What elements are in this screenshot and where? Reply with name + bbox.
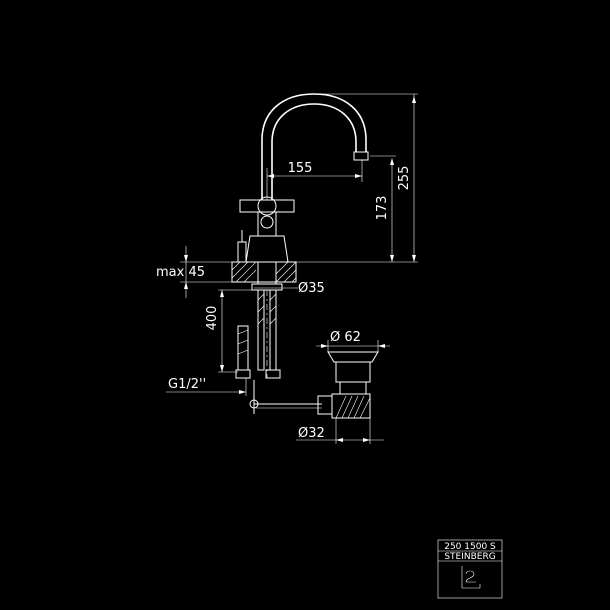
deck-hatching: [231, 261, 297, 283]
cross-handle: [239, 199, 295, 213]
hose-hatching: [257, 293, 277, 325]
mounting-nut: [251, 283, 283, 291]
product-code: 250 1500 S: [444, 542, 496, 552]
hose-right: [269, 289, 277, 371]
waste-cap: [327, 351, 379, 363]
label-diameter-62: Ø 62: [330, 330, 361, 345]
label-173: 173: [375, 196, 390, 221]
waste-body: [339, 381, 367, 395]
hose-left: [257, 289, 265, 371]
label-400: 400: [205, 306, 220, 331]
brand-logo-icon: [461, 566, 481, 589]
spout-tip: [353, 151, 369, 161]
supply-hoses: [235, 289, 281, 379]
pop-up-rod: [249, 380, 322, 414]
spout-outline: [261, 93, 367, 200]
waste-tube: [331, 393, 371, 419]
body-base: [245, 235, 289, 263]
label-g12: G1/2'': [168, 377, 206, 392]
handle-cap: [260, 215, 274, 229]
waste-thread: [335, 395, 371, 419]
hose-nut-left: [235, 369, 251, 379]
mounting-shank: [257, 261, 277, 285]
label-155: 155: [288, 161, 313, 176]
label-diameter-35: Ø35: [298, 281, 325, 296]
label-diameter-32: Ø32: [298, 426, 325, 441]
title-block-frame: [437, 539, 503, 599]
dimension-lines: [166, 93, 418, 444]
waste-assembly: [317, 351, 379, 419]
hose-fitting-left: [237, 325, 249, 371]
label-max-45: max 45: [156, 265, 205, 280]
brand-name: STEINBERG: [444, 552, 495, 562]
faucet-body: [237, 93, 369, 263]
pop-up-lever: [237, 241, 247, 263]
dimension-labels: 155 173 255 max 45 Ø35 400 G1/2'' Ø 62 Ø…: [156, 161, 412, 441]
spout-inner: [271, 103, 357, 200]
label-255: 255: [397, 166, 412, 191]
hose-nut-right: [265, 369, 281, 379]
waste-flange: [335, 361, 371, 383]
title-block: 250 1500 S STEINBERG: [437, 539, 503, 599]
waste-connector: [317, 395, 333, 415]
deck-section: [231, 261, 297, 291]
